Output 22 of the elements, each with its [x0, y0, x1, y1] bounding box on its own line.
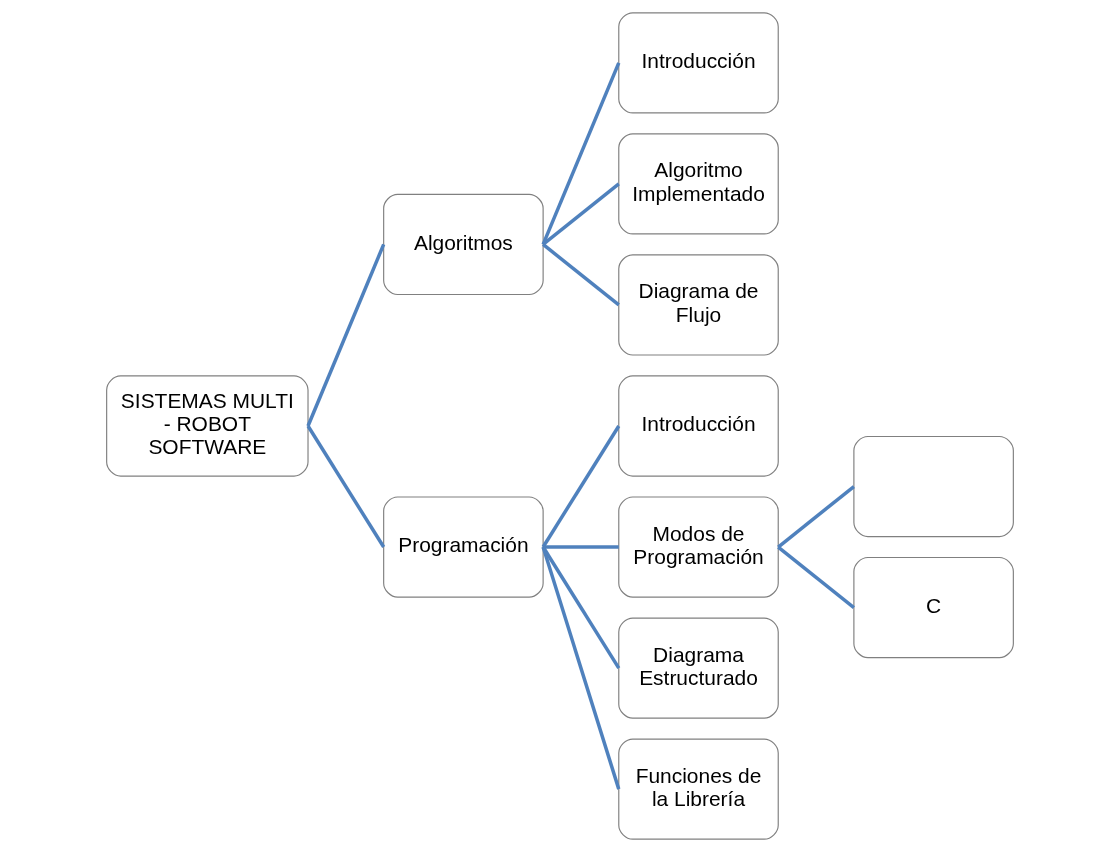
node-box: SISTEMAS MULTI - ROBOT SOFTWARE	[105, 375, 309, 477]
connector	[306, 425, 385, 548]
node-box: Programación	[382, 496, 544, 598]
connector	[541, 425, 620, 548]
connector	[776, 545, 855, 609]
connector	[541, 243, 620, 307]
connector	[776, 485, 855, 549]
node-box: Diagrama Estructurado	[617, 617, 779, 719]
node-box: Introducción	[617, 12, 779, 114]
connector	[540, 546, 620, 790]
node-box: Algoritmo Implementado	[617, 133, 779, 235]
connector	[541, 546, 620, 669]
node-box: Modos de Programación	[617, 496, 779, 598]
node-box: Diagrama de Flujo	[617, 254, 779, 356]
connector	[541, 62, 620, 246]
connector	[305, 243, 385, 427]
node-box: C	[852, 556, 1014, 659]
node-box: Introducción	[617, 375, 779, 477]
connector	[542, 545, 619, 549]
node-box: Funciones de la Librería	[617, 738, 779, 840]
node-box	[852, 435, 1014, 538]
node-box: Algoritmos	[382, 193, 544, 296]
